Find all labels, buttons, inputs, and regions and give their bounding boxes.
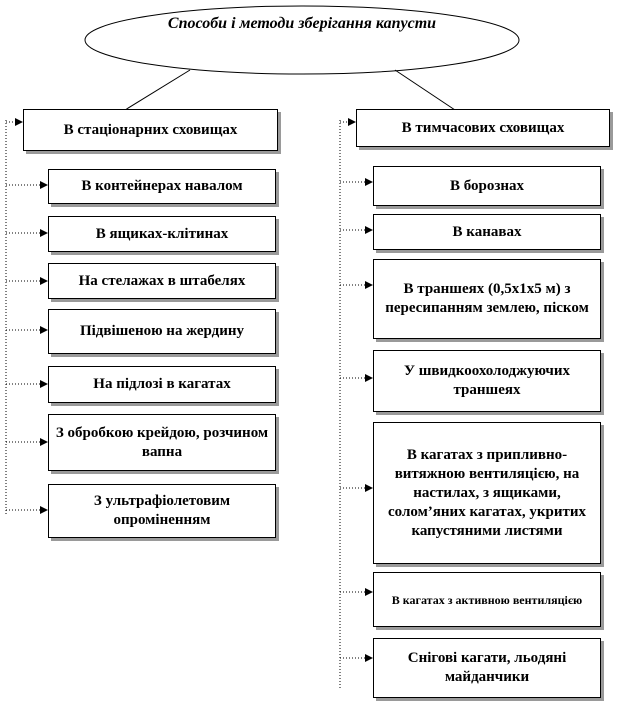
- left-item-4: Підвішеною на жердину: [48, 309, 276, 354]
- right-item-label: В кагатах з активною вентиляцією: [391, 592, 583, 607]
- right-item-2: В канавах: [373, 214, 601, 250]
- left-item-label: На стелажах в штабелях: [78, 272, 246, 289]
- diagram-title: Способи і методи зберігання капусти: [167, 15, 437, 32]
- right-item-label: В траншеях (0,5х1х5 м) з пересипанням зе…: [385, 281, 589, 316]
- right-item-6: В кагатах з активною вентиляцією: [373, 572, 601, 627]
- left-item-label: Підвішеною на жердину: [79, 323, 245, 339]
- right-item-label: В борознах: [449, 177, 525, 194]
- left-item-6: З обробкою крейдою, розчином вапна: [48, 414, 276, 471]
- right-item-5: В кагатах з припливно-витяжною вентиляці…: [373, 422, 601, 564]
- right-item-1: В борознах: [373, 166, 601, 206]
- left-item-label: На підлозі в кагатах: [93, 376, 231, 392]
- right-item-3: В траншеях (0,5х1х5 м) з пересипанням зе…: [373, 259, 601, 339]
- left-item-1: В контейнерах навалом: [48, 169, 276, 204]
- right-item-7: Снігові кагати, льодяні майданчики: [373, 638, 601, 698]
- connector-right: [394, 69, 456, 111]
- left-item-2: В ящиках-клітинах: [48, 216, 276, 252]
- header-stationary: В стаціонарних сховищах: [23, 109, 278, 151]
- header-temporary: В тимчасових сховищах: [356, 109, 610, 147]
- left-arrows: [6, 118, 48, 514]
- right-arrows: [340, 118, 373, 662]
- connector-left: [124, 69, 191, 111]
- left-item-7: З ультрафіолетовим опроміненням: [48, 484, 276, 538]
- header-temporary-label: В тимчасових сховищах: [401, 119, 565, 136]
- left-item-5: На підлозі в кагатах: [48, 366, 276, 403]
- left-item-label: В ящиках-клітинах: [95, 225, 229, 242]
- right-item-label: В канавах: [452, 223, 522, 240]
- header-stationary-label: В стаціонарних сховищах: [63, 121, 238, 138]
- right-item-label: У швидкоохолоджуючих траншеях: [404, 363, 570, 398]
- title-ellipse: [84, 5, 520, 75]
- right-item-label: В кагатах з припливно-витяжною вентиляці…: [388, 446, 586, 539]
- right-item-4: У швидкоохолоджуючих траншеях: [373, 350, 601, 412]
- left-item-label: З обробкою крейдою, розчином вапна: [55, 424, 269, 460]
- right-item-label: Снігові кагати, льодяні майданчики: [407, 650, 567, 685]
- left-item-label: З ультрафіолетовим опроміненням: [93, 493, 231, 528]
- left-item-3: На стелажах в штабелях: [48, 263, 276, 299]
- left-item-label: В контейнерах навалом: [81, 178, 243, 194]
